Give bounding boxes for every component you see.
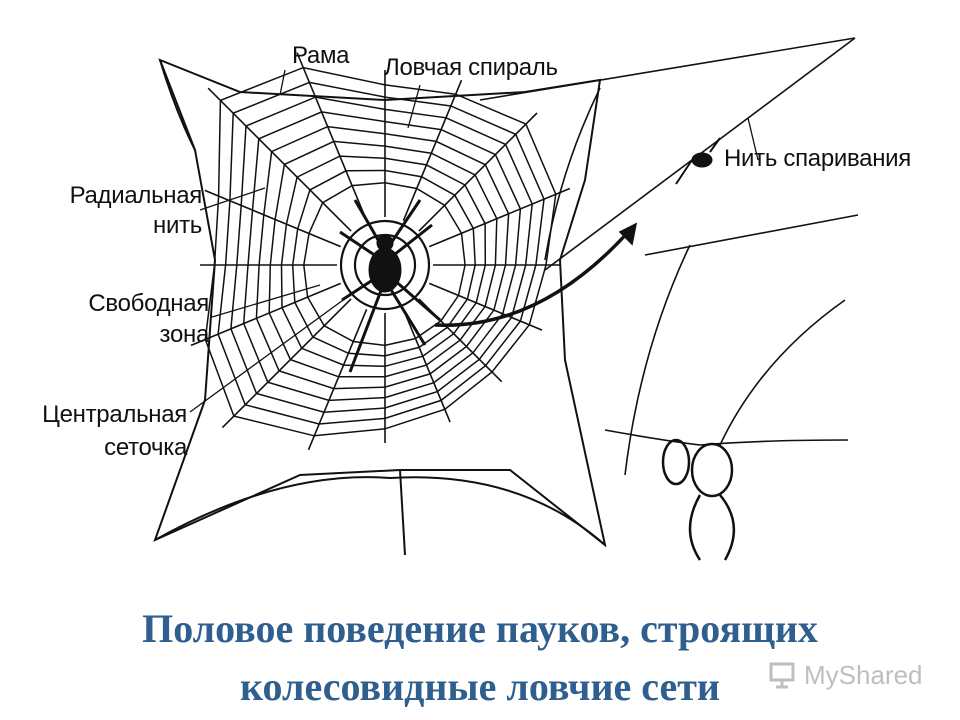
leader-frame bbox=[279, 69, 286, 96]
spiral-turn bbox=[280, 155, 487, 368]
slide-title: Половое поведение пауков, строящих колес… bbox=[0, 600, 960, 716]
radial-thread bbox=[296, 52, 368, 222]
radial-thread bbox=[221, 298, 352, 429]
watermark-text: MyShared bbox=[804, 659, 923, 690]
radial-thread bbox=[204, 189, 342, 248]
right-thread-b bbox=[624, 244, 691, 476]
spiders bbox=[339, 137, 736, 561]
mating-pair-legs bbox=[688, 494, 736, 561]
spiral-turn bbox=[291, 169, 476, 357]
female-spider-leg bbox=[384, 223, 433, 264]
label-hub-mesh-1: Центральная bbox=[42, 401, 187, 428]
female-spider-leg bbox=[341, 270, 386, 302]
mating-thread-lines bbox=[434, 37, 859, 476]
leader-free-zone bbox=[211, 284, 321, 318]
label-radial-thread-1: Радиальная bbox=[69, 182, 203, 209]
spiral-turn bbox=[255, 125, 510, 390]
female-spider-leg bbox=[384, 270, 441, 322]
radial-thread bbox=[428, 187, 571, 248]
label-hub-mesh-2: сеточка bbox=[104, 434, 187, 461]
radial-thread bbox=[418, 112, 538, 232]
label-capture-spiral: Ловчая спираль bbox=[384, 54, 558, 81]
radial-thread bbox=[307, 308, 368, 451]
leader-hub bbox=[189, 294, 351, 413]
female-spider-leg bbox=[348, 279, 387, 373]
leader-mating bbox=[747, 117, 759, 161]
spider-web-diagram bbox=[153, 37, 859, 561]
frame-anchor bbox=[159, 59, 196, 151]
frame-drop-line bbox=[399, 469, 406, 556]
watermark: MyShared bbox=[768, 655, 923, 695]
spiral-turn bbox=[242, 111, 522, 402]
frame-bottom-arc bbox=[154, 476, 606, 546]
spiral-turn bbox=[268, 140, 498, 378]
mating-pair-male bbox=[661, 438, 691, 486]
mating-arrow bbox=[434, 228, 632, 327]
slide-title-line-2: колесовидные ловчие сети bbox=[240, 664, 720, 709]
radial-thread bbox=[207, 87, 352, 232]
label-radial-thread-2: нить bbox=[153, 212, 202, 239]
mating-thread-top bbox=[479, 37, 856, 101]
hub-ring-outer bbox=[339, 219, 431, 311]
mating-pair-body bbox=[690, 442, 734, 498]
leader-spiral bbox=[407, 84, 421, 129]
female-spider-leg bbox=[383, 279, 427, 346]
female-spider-leg bbox=[339, 230, 386, 264]
web-frame bbox=[153, 58, 607, 556]
male-spider-leg bbox=[709, 137, 721, 153]
male-spider-leg bbox=[675, 159, 693, 185]
presentation-icon bbox=[769, 662, 795, 689]
right-thread-c bbox=[719, 299, 846, 446]
male-spider-mating-thread bbox=[691, 152, 713, 168]
radial-thread bbox=[190, 282, 342, 347]
slide-title-line-1: Половое поведение пауков, строящих bbox=[142, 606, 818, 651]
label-free-zone-2: зона bbox=[159, 321, 210, 348]
label-mating-thread: Нить спаривания bbox=[724, 145, 911, 172]
radial-threads bbox=[190, 52, 571, 451]
spiral-turn bbox=[217, 81, 545, 425]
capture-spiral bbox=[204, 66, 557, 437]
right-thread-a bbox=[644, 214, 859, 256]
label-frame: Рама bbox=[292, 42, 350, 69]
radial-thread bbox=[402, 79, 463, 222]
mating-anchor bbox=[544, 87, 601, 261]
spiral-turn bbox=[204, 66, 557, 437]
label-free-zone-1: Свободная bbox=[88, 290, 209, 317]
leader-radial bbox=[199, 187, 266, 211]
female-spider-leg bbox=[353, 199, 387, 253]
mating-arrow-head bbox=[618, 222, 638, 246]
spiral-turn bbox=[230, 96, 533, 413]
label-leader-lines bbox=[189, 69, 759, 413]
female-spider-leg bbox=[383, 199, 422, 253]
spiral-turn bbox=[303, 182, 466, 347]
